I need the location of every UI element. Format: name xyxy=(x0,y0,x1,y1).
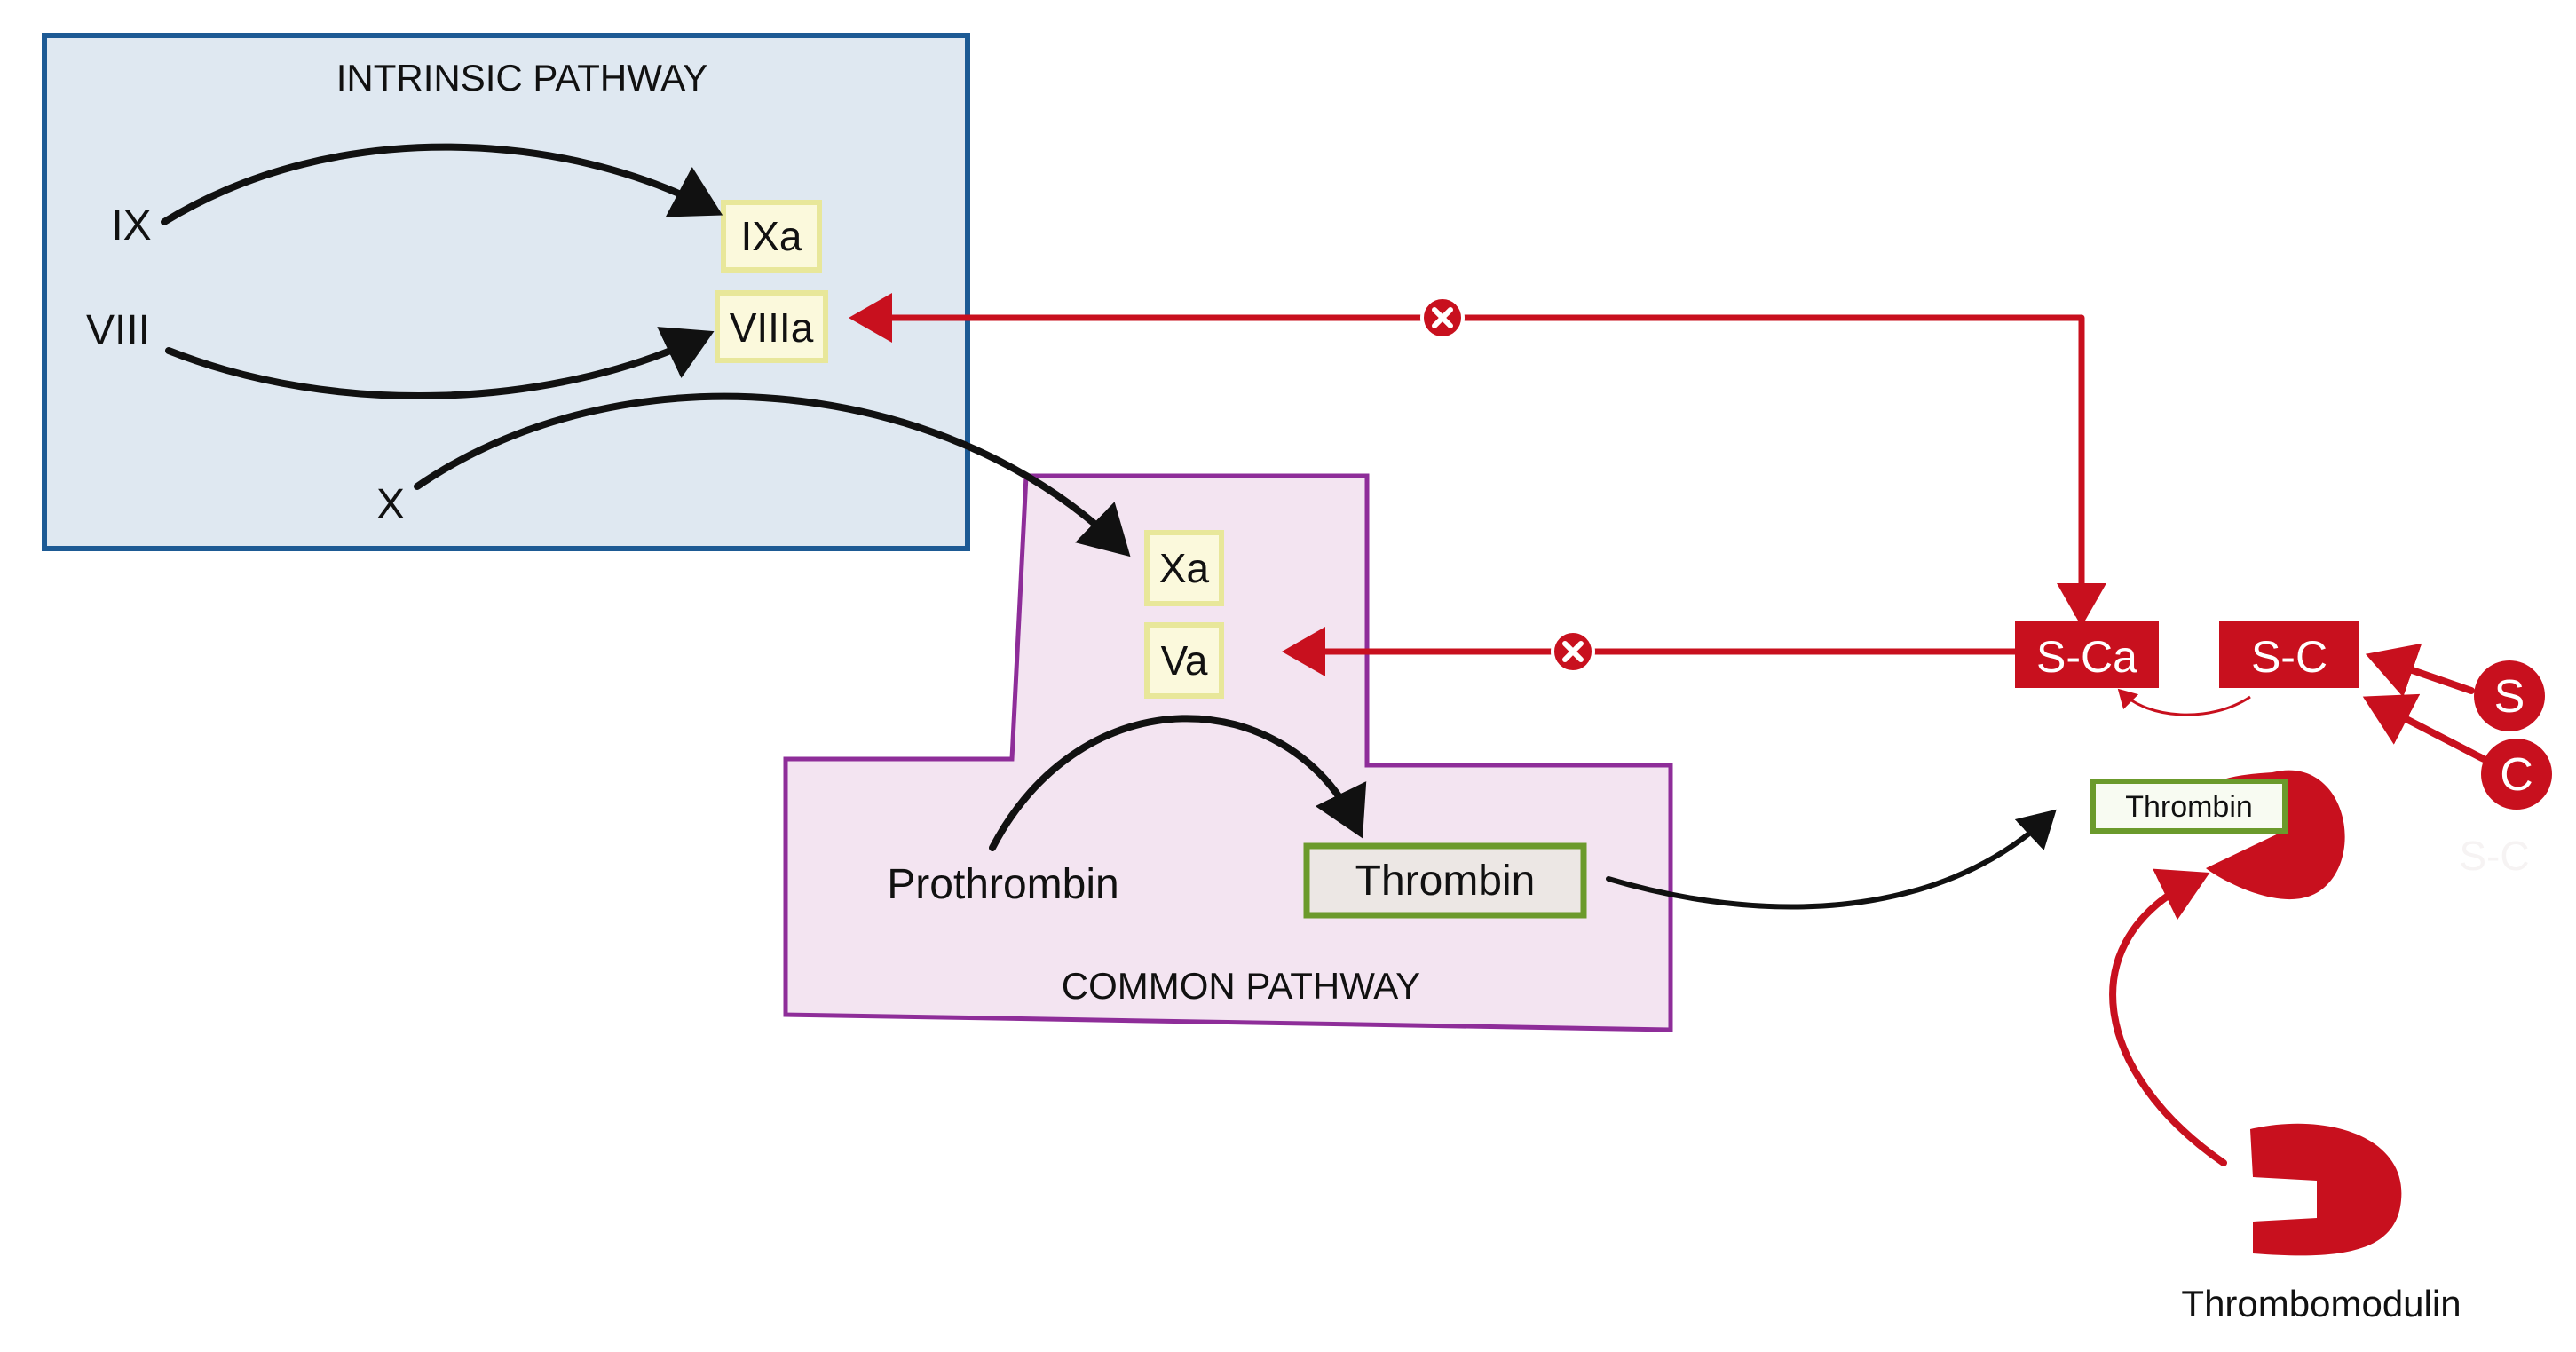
thrombomodulin-label: Thrombomodulin xyxy=(2181,1283,2461,1324)
factor-ixa-label: IXa xyxy=(740,213,802,259)
thrombin-label: Thrombin xyxy=(1355,858,1536,905)
factor-xa-label: Xa xyxy=(1159,545,1210,591)
intrinsic-pathway-title: INTRINSIC PATHWAY xyxy=(336,57,707,99)
factor-ix-label: IX xyxy=(111,202,151,249)
protein-s-circle: S xyxy=(2474,660,2545,731)
thrombin-box: Thrombin xyxy=(1303,842,1587,919)
factor-viii-label: VIII xyxy=(86,307,150,354)
arrow-viii-to-viiia xyxy=(165,327,715,400)
prothrombin-label: Prothrombin xyxy=(887,861,1118,908)
thrombin-bound-box: Thrombin xyxy=(2090,779,2288,834)
factor-viiia-label: VIIIa xyxy=(730,304,814,351)
factor-x-label: X xyxy=(376,481,405,528)
s-ca-label: S-Ca xyxy=(2036,632,2137,682)
arrow-s-to-sc xyxy=(2365,643,2475,698)
circle-x-icon xyxy=(1420,296,1465,340)
protein-c-label: C xyxy=(2500,749,2533,801)
arrow-sc-to-sca xyxy=(2117,688,2251,716)
s-ca-box: S-Ca xyxy=(2015,621,2159,688)
protein-c-circle: C xyxy=(2481,739,2552,810)
factor-ixa-box: IXa xyxy=(721,200,822,273)
arrow-x-to-xa xyxy=(414,392,1131,557)
arrow-prothrombin-to-thrombin xyxy=(989,715,1367,851)
factor-va-box: Va xyxy=(1144,622,1224,699)
s-c-ghost-label: S-C xyxy=(2459,833,2529,879)
factor-va-label: Va xyxy=(1161,637,1208,684)
circle-x-icon xyxy=(1551,629,1595,674)
factor-xa-box: Xa xyxy=(1144,530,1224,606)
arrow-ix-to-ixa xyxy=(161,143,723,225)
common-pathway-title: COMMON PATHWAY xyxy=(1062,965,1420,1007)
s-c-label: S-C xyxy=(2251,632,2327,682)
protein-s-label: S xyxy=(2494,671,2525,723)
common-pathway-box xyxy=(783,473,1673,1032)
factor-viiia-box: VIIIa xyxy=(715,290,828,363)
thrombin-bound-label: Thrombin xyxy=(2125,790,2253,824)
s-c-box: S-C xyxy=(2219,621,2359,688)
red-receptor-icon xyxy=(2250,1123,2402,1256)
arrow-thrombomodulin-to-pacman xyxy=(2109,868,2227,1166)
arrow-thrombin-to-thrombomodulin xyxy=(1606,809,2057,910)
arrow-c-to-sc xyxy=(2362,693,2487,763)
intrinsic-pathway-box xyxy=(42,33,970,551)
